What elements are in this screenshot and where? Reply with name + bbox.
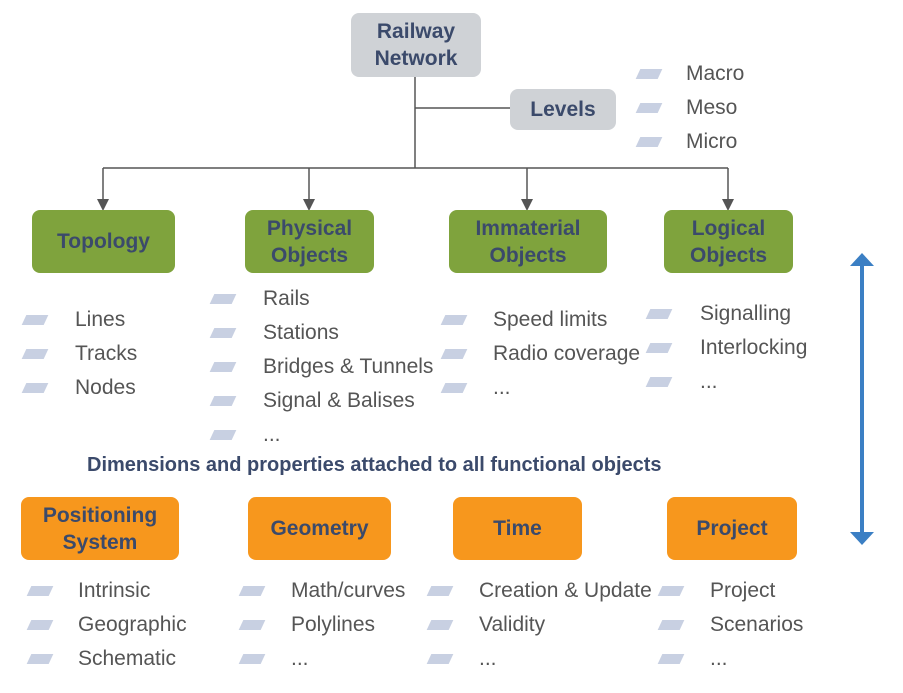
time-box: Time — [453, 497, 582, 560]
bullet-icon — [209, 362, 237, 372]
immaterial-title-line1: Immaterial — [475, 216, 581, 240]
bullet-icon — [238, 654, 266, 664]
levels-box: Levels — [510, 89, 616, 130]
immaterial-objects-box: Immaterial Objects — [449, 210, 607, 273]
project-box: Project — [667, 497, 797, 560]
bullet-icon — [21, 315, 49, 325]
physical-objects-box: Physical Objects — [245, 210, 374, 273]
bullet-icon — [26, 654, 54, 664]
positioning-title-line1: Positioning — [42, 503, 158, 527]
bullet-icon — [635, 103, 663, 113]
bullet-icon — [26, 586, 54, 596]
bullet-icon — [657, 586, 685, 596]
bullet-icon — [440, 349, 468, 359]
bullet-icon — [440, 315, 468, 325]
bullet-icon — [645, 309, 673, 319]
bullet-icon — [635, 137, 663, 147]
physical-title-line1: Physical — [266, 216, 353, 240]
bullet-icon — [26, 620, 54, 630]
bullet-icon — [657, 620, 685, 630]
levels-label: Levels — [530, 98, 596, 121]
positioning-title-line2: System — [62, 530, 138, 554]
bullet-icon — [645, 343, 673, 353]
bullet-icon — [21, 383, 49, 393]
bullet-icon — [209, 328, 237, 338]
bullet-icon — [426, 586, 454, 596]
bullet-icon — [21, 349, 49, 359]
root-label-line2: Network — [374, 47, 458, 70]
bullet-icon — [238, 620, 266, 630]
physical-title-line2: Objects — [270, 243, 349, 267]
topology-box: Topology — [32, 210, 175, 273]
bullet-icon — [426, 620, 454, 630]
logical-title-line1: Logical — [691, 216, 766, 240]
project-title: Project — [696, 517, 768, 540]
dimensions-heading: Dimensions and properties attached to al… — [87, 454, 662, 476]
railway-network-box: Railway Network — [351, 13, 481, 77]
geometry-title: Geometry — [270, 517, 369, 540]
topology-title: Topology — [57, 230, 150, 253]
time-title: Time — [493, 517, 542, 540]
bullet-icon — [635, 69, 663, 79]
bullet-icon — [209, 430, 237, 440]
logical-title-line2: Objects — [689, 243, 768, 267]
bullet-icon — [426, 654, 454, 664]
positioning-system-box: Positioning System — [21, 497, 179, 560]
geometry-box: Geometry — [248, 497, 391, 560]
root-label-line1: Railway — [376, 20, 456, 43]
double-arrow-icon — [850, 253, 874, 545]
bullet-icon — [209, 396, 237, 406]
logical-objects-box: Logical Objects — [664, 210, 793, 273]
bullet-icon — [657, 654, 685, 664]
bullet-icon — [645, 377, 673, 387]
bullet-icon — [238, 586, 266, 596]
bullet-icon — [209, 294, 237, 304]
bullet-icon — [440, 383, 468, 393]
immaterial-title-line2: Objects — [489, 243, 567, 267]
